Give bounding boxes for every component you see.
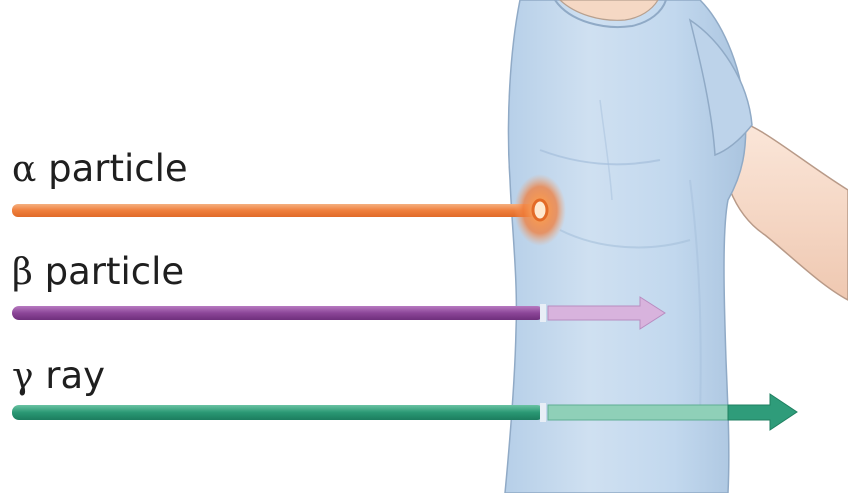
beta-incident-beam	[12, 306, 544, 320]
alpha-label-text: particle	[48, 147, 188, 190]
beta-label-text: particle	[45, 250, 185, 293]
beta-entry-gap	[540, 304, 546, 322]
alpha-symbol: α	[12, 149, 36, 190]
gamma-label-text: ray	[45, 354, 105, 397]
alpha-particle-label: α particle	[12, 150, 188, 188]
gamma-symbol: γ	[12, 356, 34, 397]
gamma-transmitted-arrow-inside	[548, 405, 728, 420]
arm	[730, 120, 848, 300]
gamma-entry-gap	[540, 403, 546, 422]
alpha-impact-core	[533, 200, 547, 220]
alpha-incident-beam	[12, 204, 537, 217]
gamma-transmitted-arrow-outside	[728, 394, 797, 430]
beta-symbol: β	[12, 252, 33, 293]
gamma-ray-label: γ ray	[12, 357, 105, 395]
beta-particle-label: β particle	[12, 253, 184, 291]
gamma-incident-beam	[12, 405, 544, 420]
